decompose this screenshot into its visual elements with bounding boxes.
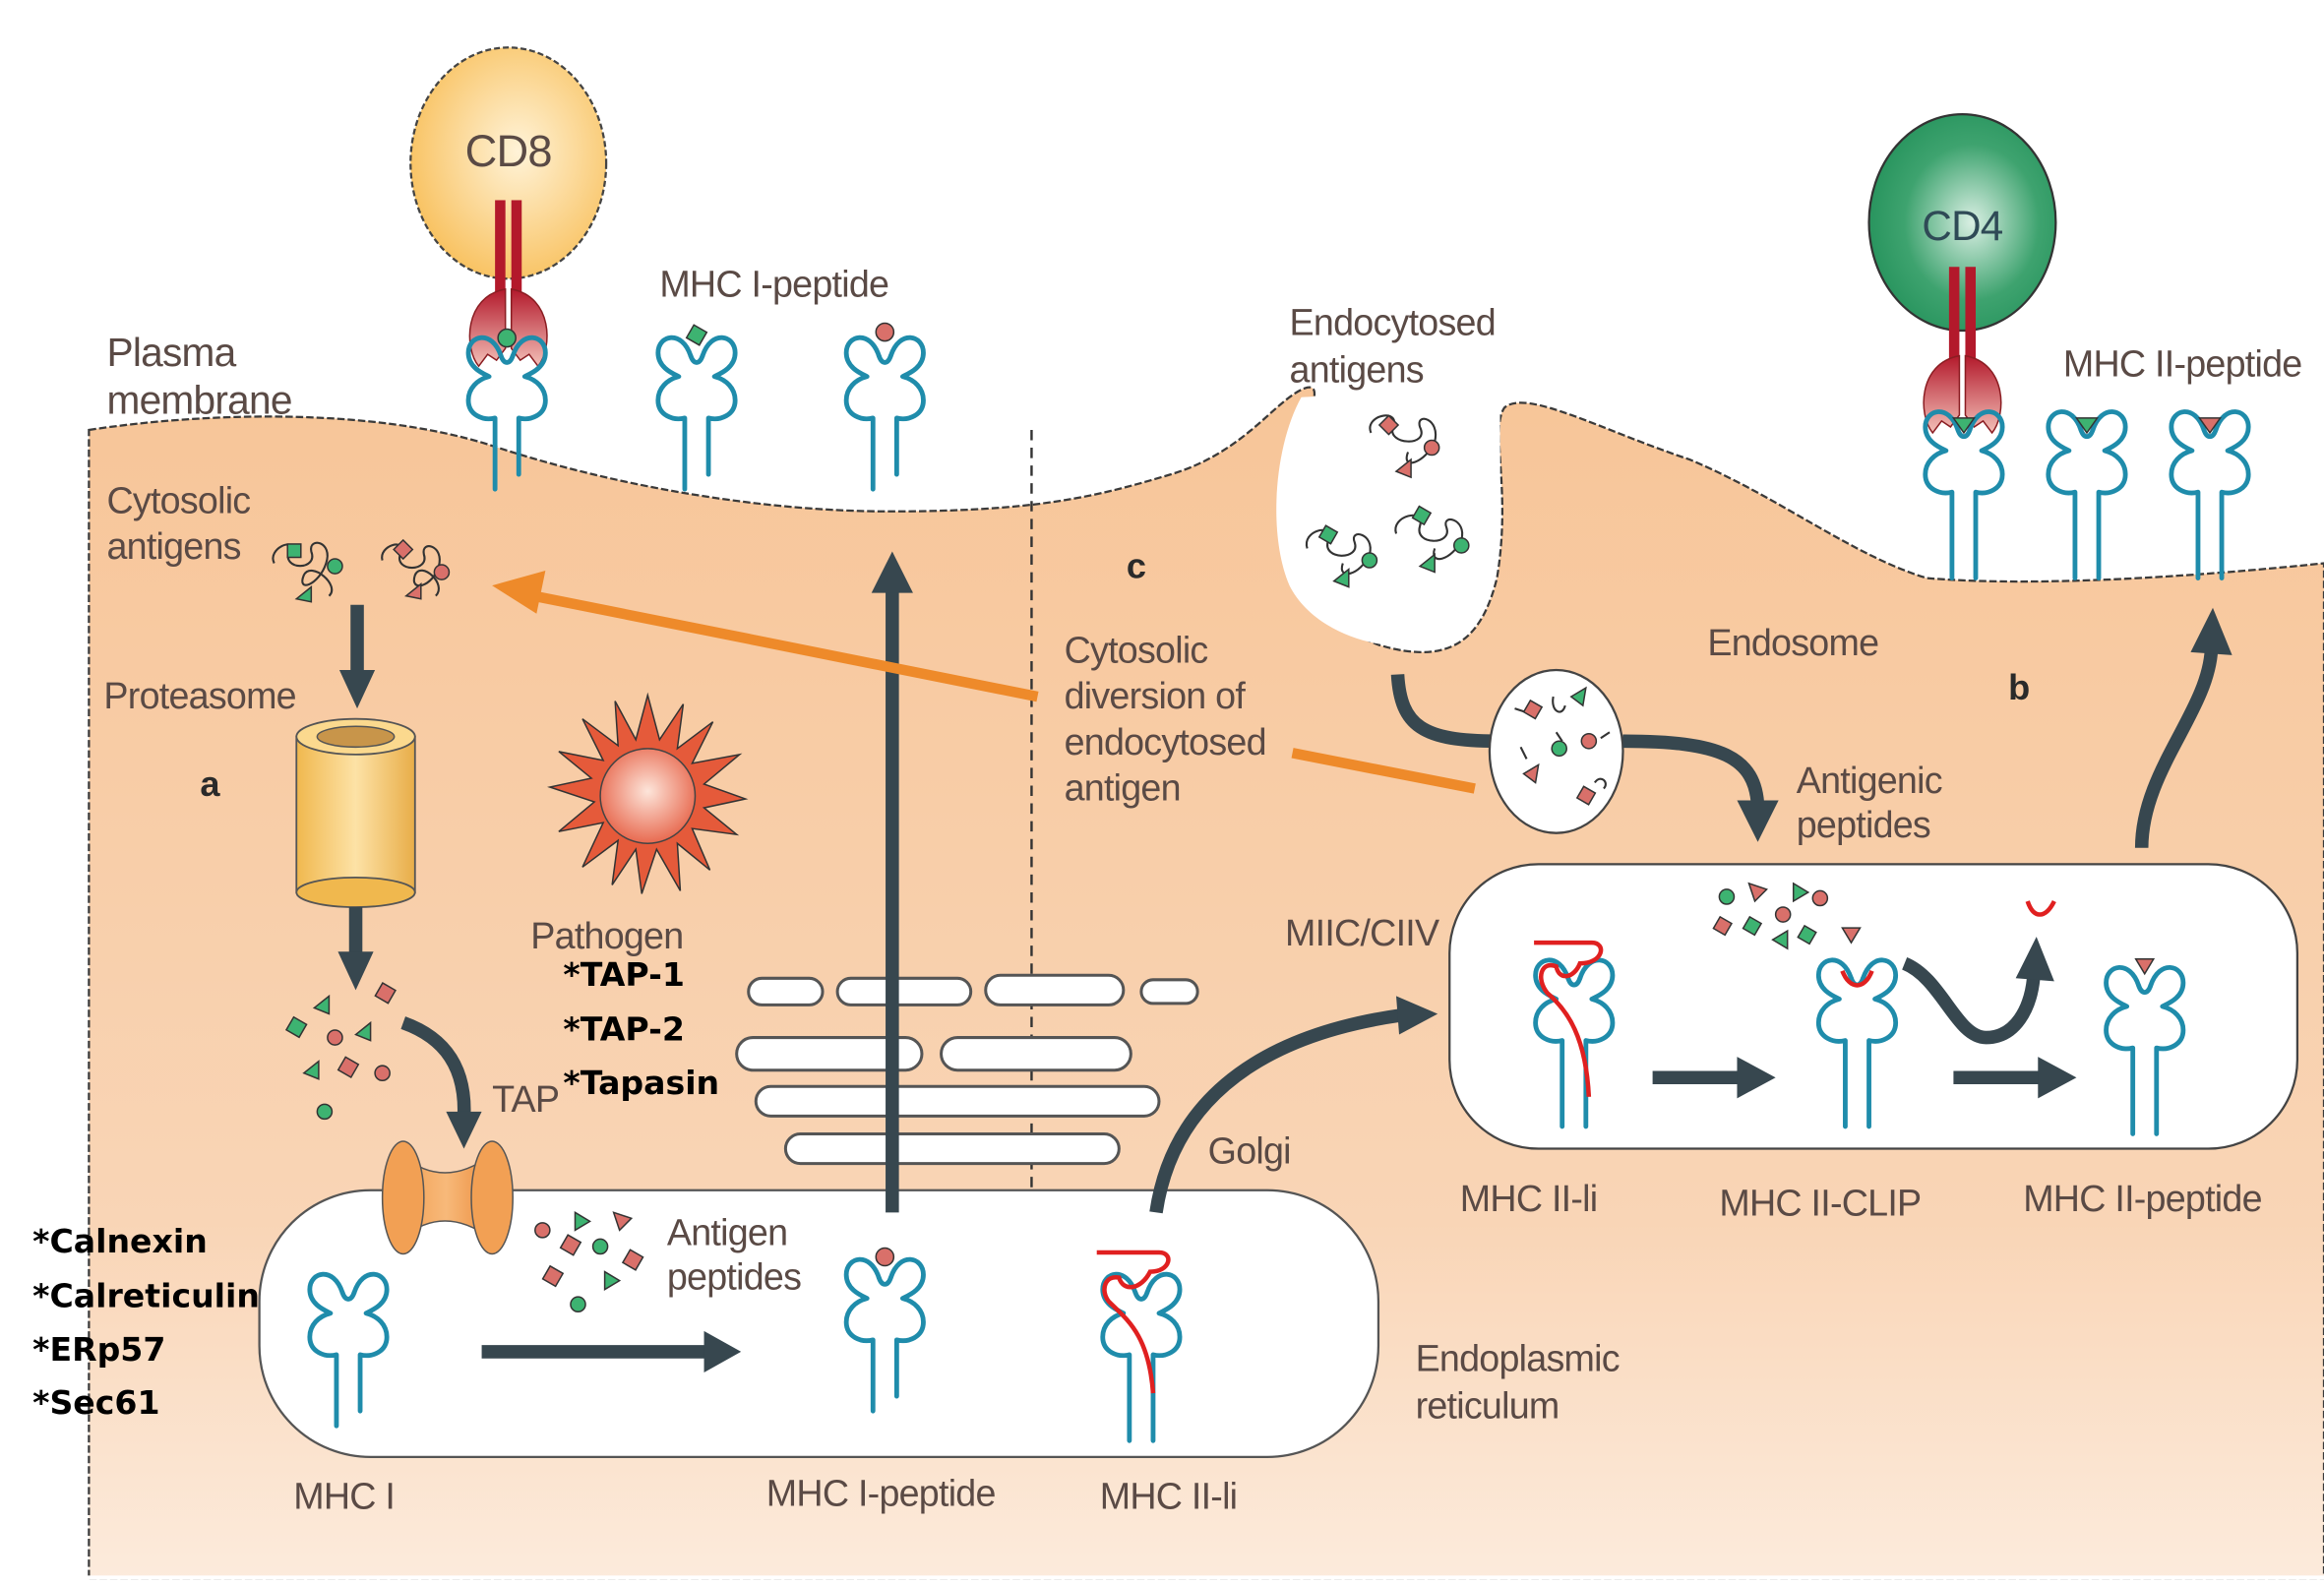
cd4-t-cell: CD4 bbox=[1867, 112, 2057, 434]
annotation-tapasin: *Tapasin bbox=[563, 1064, 719, 1102]
endocytosed-antigens-label-1: Endocytosed bbox=[1290, 302, 1496, 343]
mhc1-peptide-top-label: MHC I-peptide bbox=[659, 263, 888, 304]
released-clip-icon bbox=[2025, 899, 2056, 917]
endosome-contents bbox=[1514, 686, 1611, 806]
endosome-label: Endosome bbox=[1707, 622, 1878, 663]
endocytosed-antigen-cluster bbox=[1305, 414, 1470, 588]
tap-label: TAP bbox=[492, 1078, 559, 1120]
mhc2-clip-label: MHC II-CLIP bbox=[1719, 1182, 1921, 1223]
annotation-tap2: *TAP-2 bbox=[563, 1010, 684, 1049]
antigen-peptides-label-2: peptides bbox=[667, 1256, 801, 1298]
annotation-tap1: *TAP-1 bbox=[563, 955, 684, 994]
diversion-label-3: endocytosed bbox=[1065, 721, 1266, 762]
mhc2-li-miic-label: MHC II-li bbox=[1460, 1178, 1598, 1219]
miic-ciiv-label: MIIC/CIIV bbox=[1285, 912, 1439, 953]
antigenic-peptides-label-1: Antigenic bbox=[1797, 760, 1942, 801]
pathogen-label: Pathogen bbox=[530, 915, 683, 956]
panel-a-label: a bbox=[200, 763, 220, 804]
plasma-membrane-label-1: Plasma bbox=[106, 330, 236, 375]
diversion-label-1: Cytosolic bbox=[1065, 629, 1208, 670]
diversion-arrow-icon bbox=[492, 571, 546, 614]
pathogen-icon bbox=[547, 692, 749, 894]
cytosolic-antigen-cluster bbox=[272, 538, 451, 603]
plasma-membrane-label-2: membrane bbox=[106, 377, 291, 422]
arrow-to-surface-mhc2-icon bbox=[2190, 607, 2232, 655]
cd8-label: CD8 bbox=[465, 126, 552, 176]
proteasome-label: Proteasome bbox=[103, 675, 295, 716]
mhc1-peptide-bottom-label: MHC I-peptide bbox=[766, 1473, 996, 1514]
arrow-to-proteasome-icon bbox=[338, 669, 376, 709]
miic-peptides bbox=[1712, 882, 1862, 950]
arrow-antigenic-peptides-icon bbox=[1737, 800, 1779, 842]
er-label-1: Endoplasmic bbox=[1416, 1338, 1620, 1379]
mhc2-surface-icon bbox=[2171, 411, 2248, 578]
annotation-calreticulin: *Calreticulin bbox=[32, 1277, 260, 1315]
cytosolic-antigens-label-2: antigens bbox=[106, 525, 240, 567]
tap-transporter-icon bbox=[381, 1140, 514, 1255]
cd4-label: CD4 bbox=[1922, 203, 2002, 249]
endoplasmic-reticulum bbox=[258, 1189, 1380, 1458]
peptide-fragments bbox=[284, 982, 397, 1121]
annotation-calnexin: *Calnexin bbox=[32, 1222, 208, 1260]
cd8-t-cell: CD8 bbox=[409, 46, 608, 367]
cytosolic-antigens-label-1: Cytosolic bbox=[106, 479, 250, 520]
diversion-label-2: diversion of bbox=[1065, 675, 1247, 716]
mhc2-li-bottom-label: MHC II-li bbox=[1100, 1476, 1238, 1517]
proteasome-icon bbox=[295, 717, 416, 908]
miic-compartment bbox=[1448, 863, 2299, 1150]
mhc2-surface-icon bbox=[2049, 411, 2125, 578]
annotation-erp57: *ERp57 bbox=[32, 1330, 165, 1369]
clip-release-arrow-icon bbox=[2015, 937, 2054, 982]
annotation-sec61: *Sec61 bbox=[32, 1383, 159, 1422]
golgi-apparatus bbox=[735, 973, 1199, 1166]
mhc1-bottom-label: MHC I bbox=[293, 1476, 395, 1517]
mhc2-peptide-top-label: MHC II-peptide bbox=[2063, 343, 2302, 385]
diversion-label-4: antigen bbox=[1065, 767, 1181, 809]
antigenic-peptides-label-2: peptides bbox=[1797, 804, 1930, 845]
antigen-peptides-label-1: Antigen bbox=[667, 1211, 787, 1252]
er-label-2: reticulum bbox=[1416, 1385, 1560, 1427]
panel-c-label: c bbox=[1127, 546, 1146, 586]
arrow-to-surface-icon bbox=[871, 551, 913, 593]
mhc1-surface-icon bbox=[658, 337, 735, 489]
endocytosed-antigens-label-2: antigens bbox=[1290, 349, 1424, 391]
panel-b-label: b bbox=[2008, 667, 2030, 707]
arrow-peptide-loading-icon bbox=[703, 1330, 742, 1373]
mhc2-surface-icon bbox=[1926, 411, 2002, 578]
arrow-to-miic-icon bbox=[1396, 996, 1438, 1035]
golgi-label: Golgi bbox=[1208, 1130, 1291, 1172]
mhc2-peptide-miic-label: MHC II-peptide bbox=[2023, 1178, 2262, 1219]
mhc1-surface-icon bbox=[846, 337, 923, 489]
endocytic-invagination bbox=[1276, 388, 1500, 646]
er-antigen-peptides bbox=[534, 1210, 644, 1312]
